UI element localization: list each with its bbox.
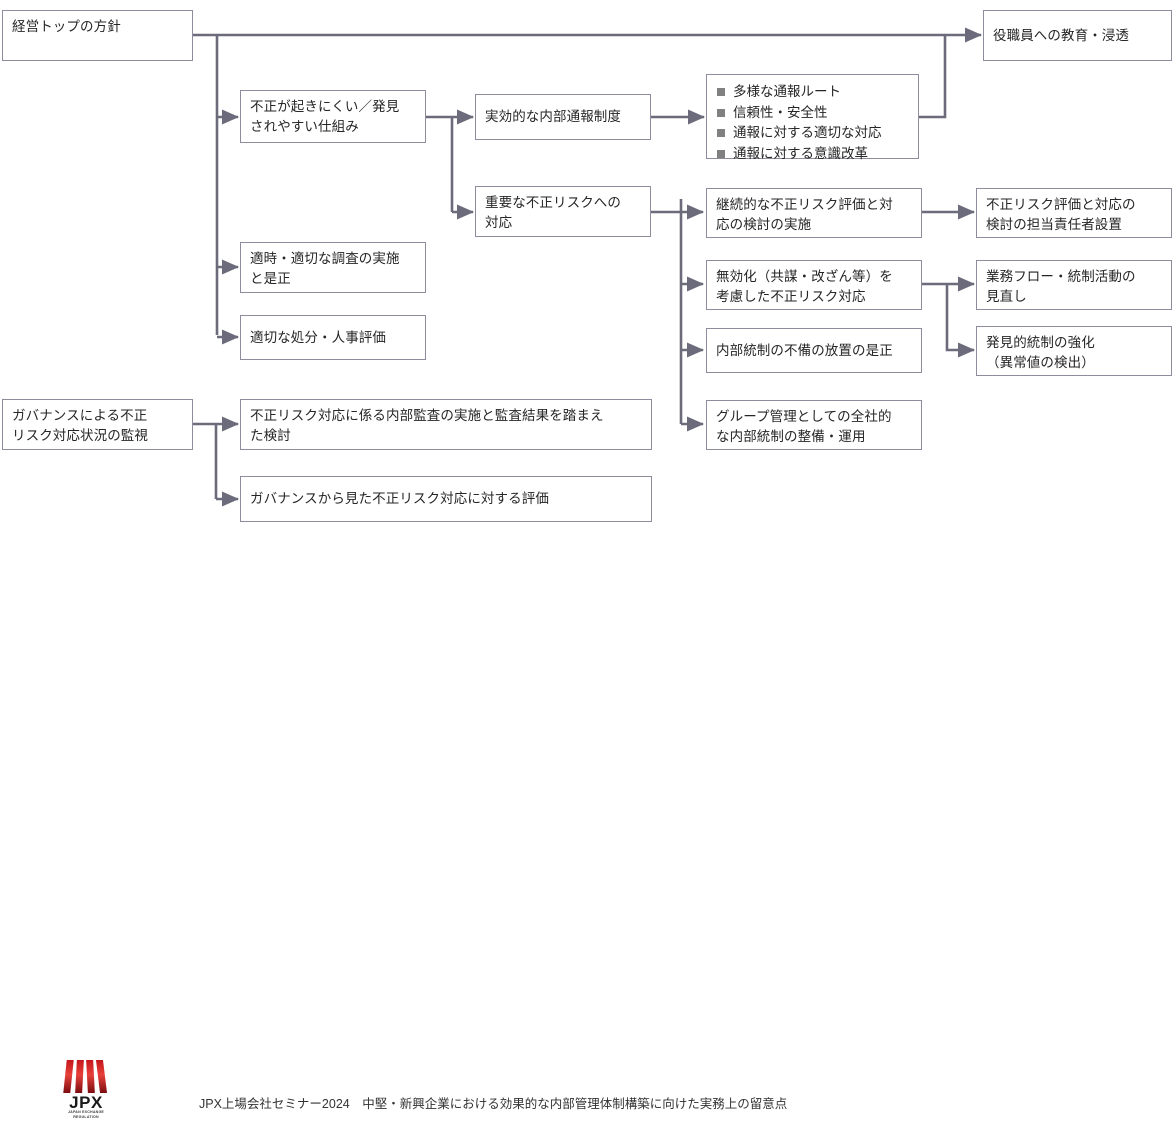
node-education[interactable]: 役職員への教育・浸透 <box>983 10 1172 61</box>
node-prevention-framework-label: 不正が起きにくい／発見 されやすい仕組み <box>250 99 400 134</box>
node-responsible-person[interactable]: 不正リスク評価と対応の 検討の担当責任者設置 <box>976 188 1172 238</box>
node-timely-investigation[interactable]: 適時・適切な調査の実施 と是正 <box>240 242 426 293</box>
node-governance-monitoring[interactable]: ガバナンスによる不正 リスク対応状況の監視 <box>2 399 193 450</box>
node-deficiency-correction-label: 内部統制の不備の放置の是正 <box>716 342 893 358</box>
node-prevention-framework[interactable]: 不正が起きにくい／発見 されやすい仕組み <box>240 90 426 143</box>
whistleblowing-points-list: 多様な通報ルート 信頼性・安全性 通報に対する適切な対応 通報に対する意識改革 <box>717 82 908 164</box>
line-override-to-detective <box>945 284 976 358</box>
bullet-square-icon <box>717 108 725 117</box>
list-item: 信頼性・安全性 <box>717 103 908 124</box>
node-whistleblowing-points[interactable]: 多様な通報ルート 信頼性・安全性 通報に対する適切な対応 通報に対する意識改革 <box>706 74 919 161</box>
node-responsible-person-label: 不正リスク評価と対応の 検討の担当責任者設置 <box>986 197 1136 232</box>
bullet-square-icon <box>717 129 725 138</box>
node-governance-evaluation[interactable]: ガバナンスから見た不正リスク対応に対する評価 <box>240 476 652 522</box>
node-governance-evaluation-label: ガバナンスから見た不正リスク対応に対する評価 <box>250 491 549 507</box>
jpx-logo: JPX JAPAN EXCHANGE REGULATION <box>60 1060 112 1119</box>
node-process-review[interactable]: 業務フロー・統制活動の 見直し <box>976 260 1172 310</box>
node-deficiency-correction[interactable]: 内部統制の不備の放置の是正 <box>706 328 922 373</box>
bullet-square-icon <box>717 149 725 158</box>
list-item: 多様な通報ルート <box>717 82 908 103</box>
node-internal-audit-label: 不正リスク対応に係る内部監査の実施と監査結果を踏まえ た検討 <box>250 408 604 443</box>
diagram-canvas: 経営トップの方針 ガバナンスによる不正 リスク対応状況の監視 不正が起きにくい／… <box>0 10 1175 1119</box>
node-continuous-assessment[interactable]: 継続的な不正リスク評価と対 応の検討の実施 <box>706 188 922 238</box>
list-item: 通報に対する意識改革 <box>717 144 908 165</box>
node-governance-monitoring-label: ガバナンスによる不正 リスク対応状況の監視 <box>12 408 148 443</box>
node-appropriate-discipline[interactable]: 適切な処分・人事評価 <box>240 315 426 360</box>
footer-caption: JPX上場会社セミナー2024 中堅・新興企業における効果的な内部管理体制構築に… <box>199 1097 788 1111</box>
footer: JPX JAPAN EXCHANGE REGULATION JPX上場会社セミナ… <box>0 525 1175 1119</box>
node-management-policy[interactable]: 経営トップの方針 <box>2 10 193 61</box>
node-continuous-assessment-label: 継続的な不正リスク評価と対 応の検討の実施 <box>716 197 893 232</box>
node-internal-audit[interactable]: 不正リスク対応に係る内部監査の実施と監査結果を踏まえ た検討 <box>240 399 652 450</box>
line-points-to-education <box>919 35 947 119</box>
node-override-consideration-label: 無効化（共謀・改ざん等）を 考慮した不正リスク対応 <box>716 269 893 304</box>
node-detective-control[interactable]: 発見的統制の強化 （異常値の検出） <box>976 326 1172 376</box>
bullet-square-icon <box>717 88 725 97</box>
node-override-consideration[interactable]: 無効化（共謀・改ざん等）を 考慮した不正リスク対応 <box>706 260 922 310</box>
jpx-logo-bars-icon <box>63 1060 109 1093</box>
node-timely-investigation-label: 適時・適切な調査の実施 と是正 <box>250 251 400 286</box>
node-appropriate-discipline-label: 適切な処分・人事評価 <box>250 329 386 345</box>
node-key-fraud-risk[interactable]: 重要な不正リスクへの 対応 <box>475 186 651 237</box>
node-process-review-label: 業務フロー・統制活動の 見直し <box>986 269 1136 304</box>
node-management-policy-label: 経営トップの方針 <box>12 19 121 34</box>
jpx-logo-subtext: JAPAN EXCHANGE REGULATION <box>67 1110 105 1120</box>
node-detective-control-label: 発見的統制の強化 （異常値の検出） <box>986 335 1095 370</box>
node-whistleblowing-label: 実効的な内部通報制度 <box>485 109 621 125</box>
list-item: 通報に対する適切な対応 <box>717 123 908 144</box>
node-key-fraud-risk-label: 重要な不正リスクへの 対応 <box>485 195 621 230</box>
node-whistleblowing[interactable]: 実効的な内部通報制度 <box>475 94 651 140</box>
node-group-management[interactable]: グループ管理としての全社的 な内部統制の整備・運用 <box>706 400 922 450</box>
node-education-label: 役職員への教育・浸透 <box>993 27 1129 43</box>
node-group-management-label: グループ管理としての全社的 な内部統制の整備・運用 <box>716 409 892 444</box>
